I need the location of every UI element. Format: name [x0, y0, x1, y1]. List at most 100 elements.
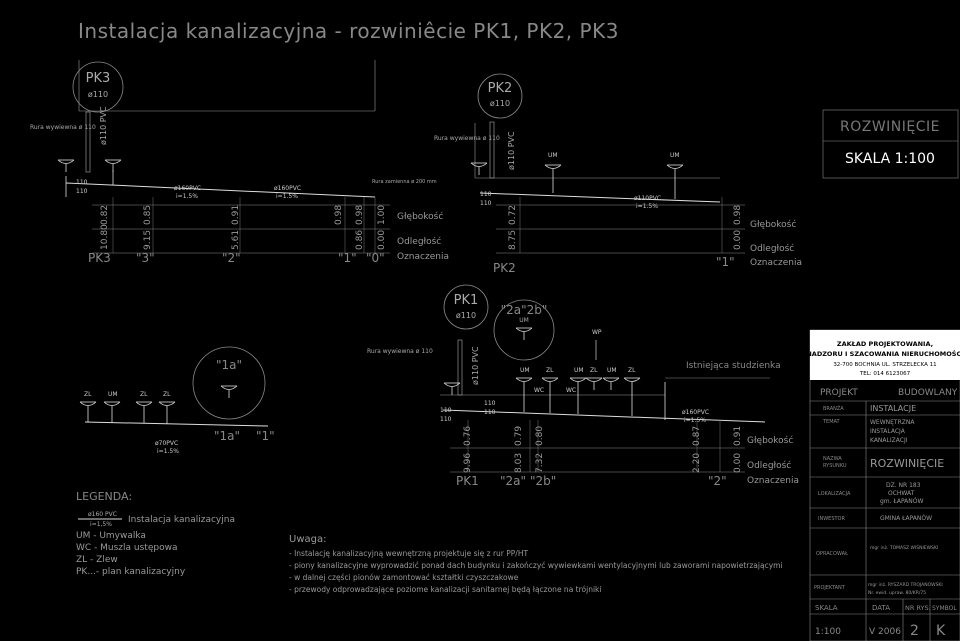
pk3-row-dist: Odległość	[397, 236, 441, 247]
pk2-circle	[477, 73, 523, 119]
left-slope: i=1.5%	[157, 448, 179, 455]
legend: LEGENDA: ø160 PVC i=1,5% Instalacja kana…	[76, 490, 235, 577]
pk2-circle-sub: ø110	[490, 99, 510, 108]
pk2-depth: 0.72	[508, 205, 518, 225]
pk1-wp: WP	[592, 329, 602, 336]
legend-item: WC - Muszla ustępowa	[76, 543, 177, 553]
pk3-dist: 10.80	[100, 224, 110, 250]
tb-proj-label: PROJEKTANT	[814, 585, 846, 591]
pk1-ruru: Rura wywiewna ø 110	[367, 348, 433, 355]
pk3-pipe-b: ø160PVC	[274, 185, 301, 192]
pk1-depth: 0.91	[733, 426, 743, 446]
pk2-section: PK2 ø110 Rura wywiewna ø 110 ø110 PVC UM…	[434, 73, 802, 275]
pk1-small-top2: 110	[440, 407, 452, 414]
pk3-label: PK3	[88, 251, 111, 265]
tb-foot-header: SYMBOL	[932, 605, 957, 612]
pk3-depth: 0.82	[100, 205, 110, 225]
pk1-riser: ø110 PVC	[471, 346, 480, 385]
left-pipe: ø70PVC	[155, 440, 178, 447]
pk1-depth: 0.76	[463, 426, 473, 446]
company-line: 32-700 BOCHNIA UL. STRZELECKA 11	[833, 362, 936, 368]
left-fixture: ZL	[163, 391, 171, 398]
tb-lok-value: OCHWAT	[888, 490, 915, 497]
stamp-scale: SKALA 1:100	[845, 151, 935, 167]
tb-proj-value: mgr inż. RYSZARD TROJANOWSKI	[868, 582, 943, 588]
pk1-wc: WC	[566, 387, 576, 394]
tb-nazwa-label: RYSUNKU	[823, 463, 847, 469]
pk3-node: "0"	[366, 251, 385, 265]
tb-temat-value: INSTALACJA	[870, 428, 906, 435]
company-line: NADZORU I SZACOWANIA NIERUCHOMOŚCI	[806, 349, 960, 358]
pk2-label: PK2	[493, 261, 516, 275]
pk1-dist: 8.03	[514, 453, 524, 473]
tb-foot-value: 1:100	[815, 627, 841, 637]
pk3-circle-sub: ø110	[88, 90, 108, 99]
pk2-pipe: ø110PVC	[634, 195, 661, 202]
pk2-node: "1"	[716, 255, 735, 269]
pk1-node: "2a"	[500, 474, 526, 488]
pk1-row-mark: Oznaczenia	[747, 476, 799, 486]
tb-foot-header: DATA	[872, 604, 890, 612]
pk1-circle-sub: ø110	[456, 311, 476, 320]
notes-title: Uwaga:	[289, 534, 326, 545]
pk3-depth: 0.91	[231, 205, 241, 225]
pk2-um: UM	[670, 152, 680, 159]
legend-item: PK...- plan kanalizacyjny	[76, 567, 186, 577]
pk1-fixture: ZL	[590, 367, 598, 374]
notes: Uwaga: - Instalację kanalizacyjną wewnęt…	[289, 534, 783, 594]
legend-title: LEGENDA:	[76, 490, 132, 503]
legend-item: UM - Umywalka	[76, 531, 146, 541]
pk2-small-bot: 110	[480, 200, 492, 207]
left-node: "1a"	[214, 429, 240, 443]
tb-branza-label: BRANŻA	[823, 405, 844, 412]
tb-proj-value: Nr. ewid. upraw. 80/KR/75	[868, 590, 926, 596]
notes-line: - piony kanalizacyjne wyprowadzić ponad …	[289, 561, 783, 570]
pk2-riser: ø110 PVC	[507, 131, 516, 170]
legend-item: ZL - Zlew	[76, 555, 118, 565]
pk2-dist: 8.75	[508, 230, 518, 250]
tb-inw-label: INWESTOR	[818, 516, 845, 522]
pk1-bubble	[493, 299, 555, 361]
tb-projekt: PROJEKT	[820, 388, 858, 398]
pk1-fixture: UM	[607, 367, 617, 374]
tb-foot-value: K	[936, 623, 946, 639]
pk2-ruru: Rura wywiewna ø 110	[434, 135, 500, 142]
left-bubble-label: "1a"	[216, 358, 242, 372]
pk3-pipe-a-slope: i=1.5%	[176, 193, 198, 200]
pk3-ruru: Rura wywiewna ø 110	[30, 124, 96, 131]
pk1-fixture: ZL	[628, 367, 636, 374]
left-node: "1"	[256, 429, 275, 443]
title-block: ZAKŁAD PROJEKTOWANIA, NADZORU I SZACOWAN…	[806, 329, 960, 641]
pk1-node: "2"	[708, 474, 727, 488]
tb-budowlany: BUDOWLANY	[898, 388, 958, 398]
pk3-dist: 0.00	[377, 230, 387, 250]
pk3-small-bot: 110	[76, 188, 88, 195]
tb-nazwa-value: ROZWINIĘCIE	[870, 457, 944, 470]
pk2-row-mark: Oznaczenia	[750, 258, 802, 268]
pk3-depth: 0.98	[355, 205, 365, 225]
company-line: ZAKŁAD PROJEKTOWANIA,	[837, 340, 933, 348]
pk1-circle-label: PK1	[454, 293, 479, 308]
pk3-riser: ø110 PVC	[99, 106, 108, 145]
pk3-node: "1"	[338, 251, 357, 265]
pk2-small-top: 110	[480, 191, 492, 198]
pk3-circle	[72, 61, 124, 113]
pk1-dist: 0.00	[733, 453, 743, 473]
legend-pipe-slope: i=1,5%	[90, 521, 112, 528]
pk1-depth: 0.87	[692, 426, 702, 446]
pk3-section: PK3 ø110 Rura wywiewna ø 110 ø110 PVC 11…	[30, 60, 449, 265]
pk1-dist: 2.20	[692, 453, 702, 473]
pk1-small-top: 110	[484, 400, 496, 407]
company-line: TEL: 014 6123067	[859, 371, 911, 377]
tb-foot-value: V 2006	[869, 627, 901, 637]
pk1-dist: 7.32	[535, 453, 545, 473]
pk1-slope: i=1.5%	[684, 417, 706, 424]
pk3-row-depth: Głębokość	[397, 211, 443, 222]
pk3-depth: 1.00	[377, 205, 387, 225]
notes-line: - w dalnej części pionów zamontować kszt…	[289, 573, 519, 582]
pk2-slope: i=1.5%	[636, 203, 658, 210]
tb-inw-value: GMINA ŁAPANÓW	[880, 515, 932, 522]
pk3-row-mark: Oznaczenia	[397, 252, 449, 262]
pk1-dist: 9.96	[463, 453, 473, 473]
